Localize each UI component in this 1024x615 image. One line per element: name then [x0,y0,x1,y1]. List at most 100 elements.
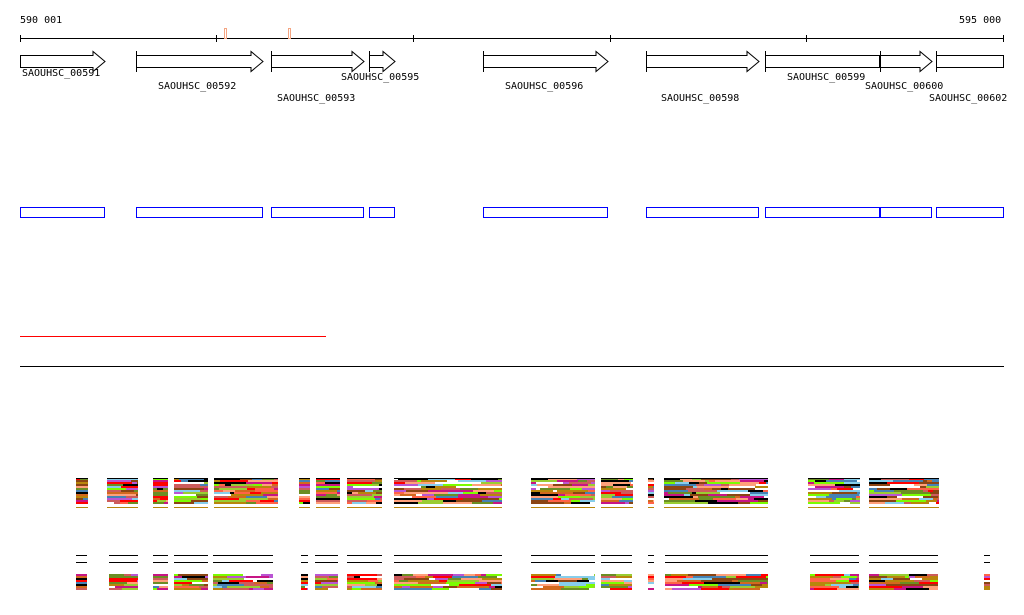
feature-box[interactable] [880,207,932,218]
read-stack[interactable] [869,574,938,590]
read-stack[interactable] [174,574,208,590]
read [131,480,138,482]
read [582,488,595,490]
gene-saouhsc_00600[interactable]: SAOUHSC_00600 [865,50,943,92]
feature-box[interactable] [765,207,880,218]
read [394,484,418,486]
read [328,588,338,590]
read-stack[interactable] [347,478,382,504]
read [601,480,629,482]
read [671,574,688,576]
read-stack[interactable] [601,478,633,504]
gene-box[interactable] [765,55,880,68]
read-stack[interactable] [648,478,654,504]
read-stack[interactable] [153,574,168,590]
gene-arrow[interactable] [20,50,106,73]
gene-saouhsc_00599[interactable]: SAOUHSC_00599 [765,51,880,83]
read [622,498,633,500]
read-stack[interactable] [648,574,654,590]
read-stack[interactable] [107,478,138,504]
read [124,574,131,576]
read-stack[interactable] [174,478,208,504]
read-stack[interactable] [214,478,278,504]
read [394,500,422,502]
read [885,580,914,582]
gene-saouhsc_00595[interactable]: SAOUHSC_00595 [341,50,419,83]
read [435,486,456,488]
read [394,502,418,504]
feature-box[interactable] [936,207,1004,218]
read-stack[interactable] [531,574,595,590]
read-stack[interactable] [299,478,310,504]
read [443,502,472,504]
read-stack[interactable] [531,478,595,504]
read-stack[interactable] [394,574,502,590]
feature-box[interactable] [271,207,364,218]
gene-arrow[interactable] [271,50,365,73]
read [372,482,382,484]
read [299,494,310,496]
feature-box[interactable] [483,207,608,218]
gene-arrow[interactable] [136,50,264,73]
feature-box[interactable] [369,207,395,218]
read-stack[interactable] [301,574,308,590]
gene-arrow[interactable] [483,50,609,73]
read [587,480,595,482]
feature-box[interactable] [136,207,263,218]
read [121,490,134,492]
read [869,498,902,500]
read [153,488,157,490]
gene-saouhsc_00592[interactable]: SAOUHSC_00592 [136,50,264,92]
gene-box[interactable] [936,55,1004,68]
gene-arrow[interactable] [880,50,933,73]
read [601,576,616,578]
read [557,490,588,492]
feature-box[interactable] [20,207,105,218]
gene-saouhsc_00602[interactable]: SAOUHSC_00602 [929,51,1007,104]
read-stack[interactable] [316,478,340,504]
feature-box[interactable] [646,207,759,218]
read [531,588,561,590]
read-stack[interactable] [665,574,768,590]
read [418,502,443,504]
read-stack[interactable] [869,478,939,504]
read-stack[interactable] [76,478,88,504]
read-stack[interactable] [153,478,168,504]
read-stack[interactable] [76,574,87,590]
gene-arrow[interactable] [646,50,760,73]
read [269,576,273,578]
read [826,496,856,498]
read [808,496,816,498]
read-stack[interactable] [984,574,990,590]
variant-marker[interactable] [288,28,291,39]
gene-saouhsc_00596[interactable]: SAOUHSC_00596 [483,50,609,92]
read [76,574,87,576]
read [120,578,138,580]
gene-saouhsc_00593[interactable]: SAOUHSC_00593 [271,50,365,104]
read-stack[interactable] [347,574,382,590]
read [557,480,578,482]
read [153,500,157,502]
read [902,498,919,500]
read [664,488,678,490]
read [831,584,853,586]
read [717,500,747,502]
read [260,500,274,502]
read-stack[interactable] [808,478,860,504]
read-stack[interactable] [213,574,273,590]
read [531,586,543,588]
gene-arrow[interactable] [369,50,396,73]
gene-saouhsc_00591[interactable]: SAOUHSC_00591 [20,50,106,80]
read-stack[interactable] [601,574,632,590]
read-stack[interactable] [109,574,138,590]
read [107,482,132,484]
read [316,500,340,502]
variant-marker[interactable] [224,28,227,39]
read-stack[interactable] [315,574,338,590]
read [715,480,740,482]
read-stack[interactable] [394,478,502,504]
read-stack[interactable] [664,478,768,504]
read-stack[interactable] [810,574,859,590]
gene-saouhsc_00598[interactable]: SAOUHSC_00598 [646,50,760,104]
read [441,488,460,490]
